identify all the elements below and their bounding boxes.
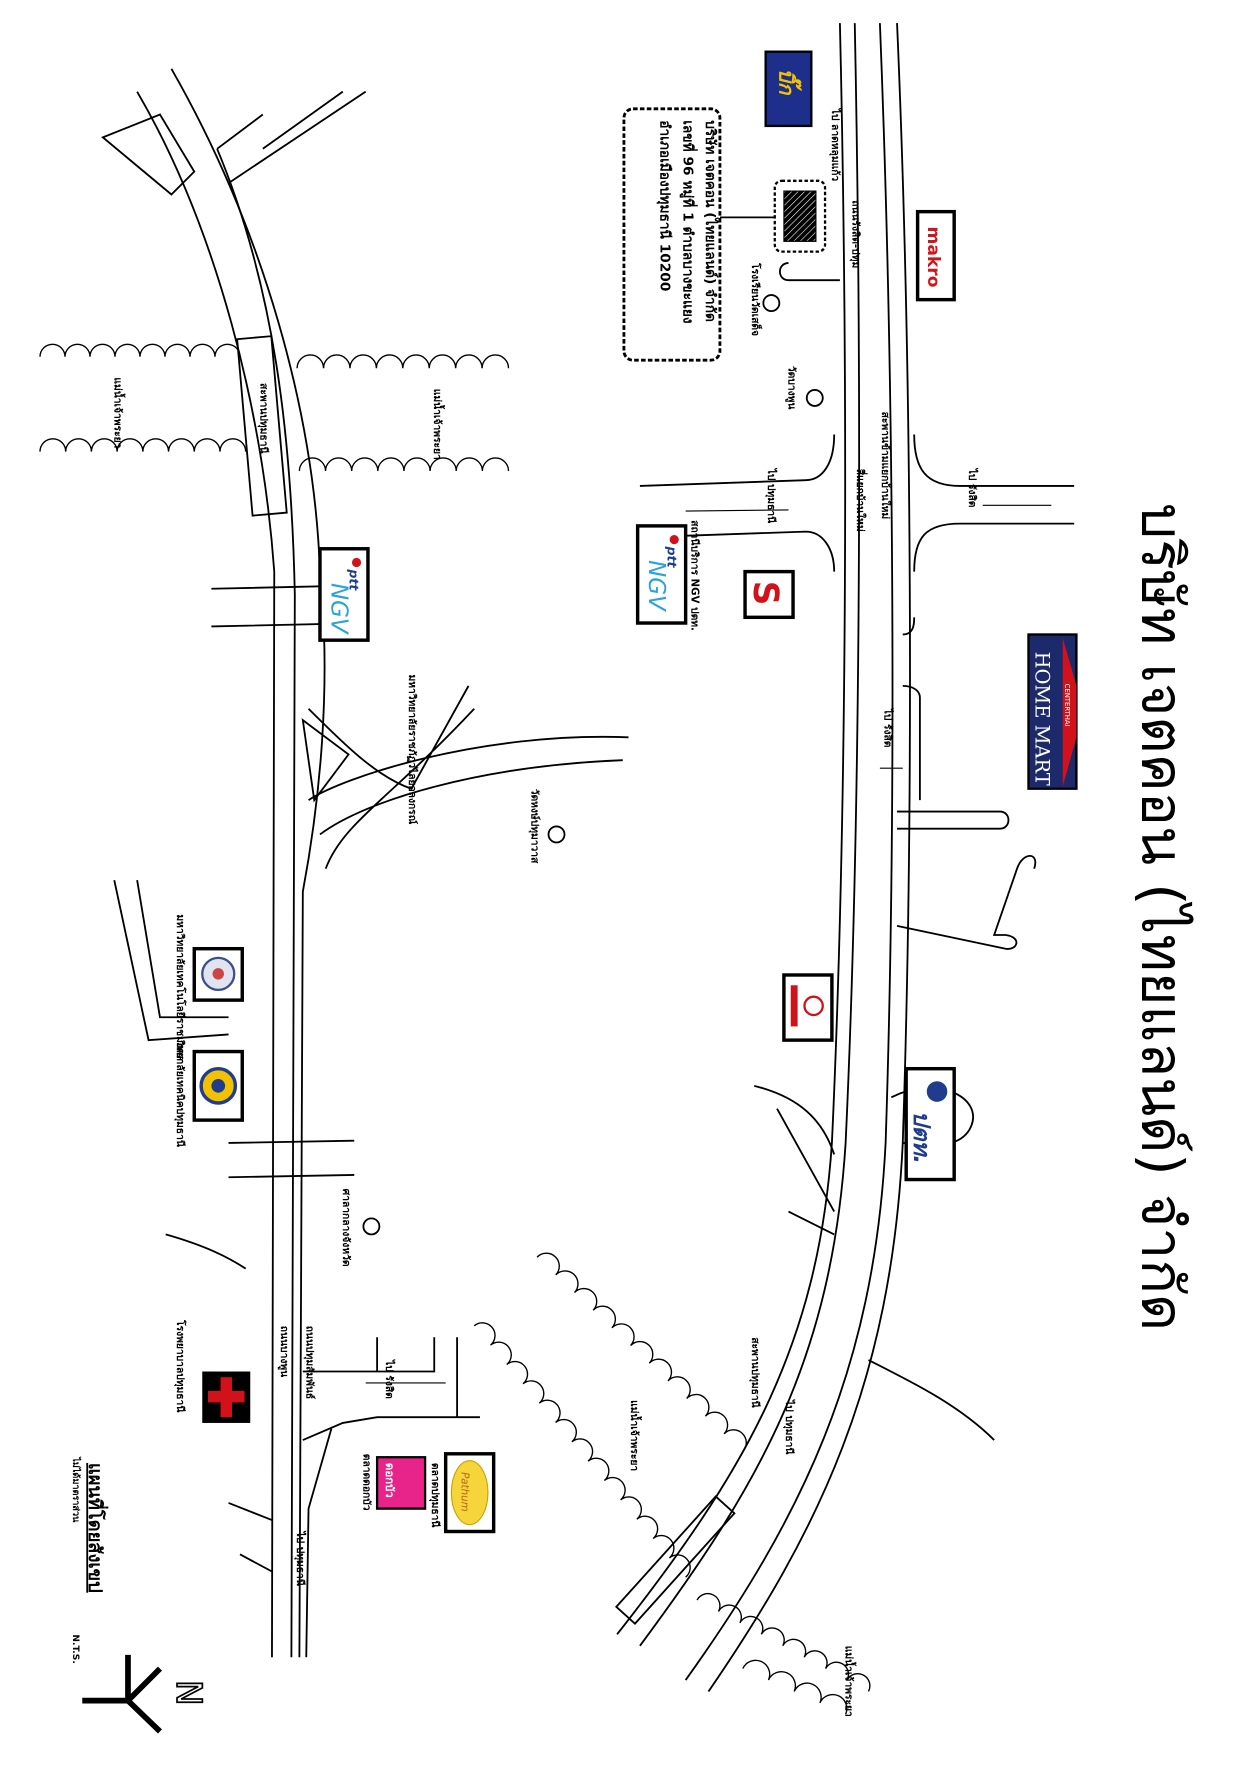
company-location[interactable] <box>719 179 827 253</box>
legend-nts-th: ไม่ได้มาตราส่วน <box>70 1456 82 1523</box>
label-rajabhat-univ: มหาวิทยาลัยราชภัฏวไลยอลงกรณ์ <box>406 674 419 824</box>
company-building-icon <box>783 190 817 242</box>
svg-text:บิ๊ก: บิ๊ก <box>774 69 802 96</box>
label-chao-phraya-bottom: แม่น้ำเจ้าพระยา <box>843 1646 858 1717</box>
legend-nts: N.T.S. <box>70 1634 80 1663</box>
rivers <box>39 343 871 1715</box>
map-legend: แผนที่โดยสังเขป N.T.S. ไม่ได้มาตราส่วน N <box>70 1456 209 1734</box>
map-title: บริษัท เจตคอน (ไทยแลนด์) จำกัด <box>1129 503 1195 1331</box>
north-arrow-icon <box>82 1654 163 1734</box>
label-school-wat: โรงเรียนวัดเสด็จ <box>749 262 763 336</box>
university-seal-logo <box>192 946 244 1002</box>
landmark-circle <box>362 1217 381 1236</box>
landmark-circle <box>547 825 566 844</box>
ptt-station-logo: ปตท. <box>904 1066 956 1182</box>
svg-text:ดอกบัว: ดอกบัว <box>383 1463 397 1498</box>
ptt-ngv-logo-right: ptt NGV <box>635 524 688 625</box>
label-pathum-market: ตลาดปทุมธานี <box>428 1463 441 1528</box>
technical-college-logo <box>192 1049 244 1122</box>
store-logo: บิ๊ก <box>764 50 813 128</box>
svg-text:makro: makro <box>923 227 943 288</box>
left-roads <box>101 68 629 1658</box>
label-pathum-bridge-left: สะพานปทุมธานี <box>257 383 270 453</box>
label-chao-phraya-left-2: แม่น้ำเจ้าพระยา <box>431 389 446 460</box>
label-chao-phraya-right: แม่น้ำเจ้าพระยา <box>628 1400 643 1471</box>
rangsit-pathum-highway <box>615 23 1075 1692</box>
label-pathum-market-road: ถนนปทุมสัมพันธ์ <box>302 1326 315 1399</box>
label-to-lad-lum-kaeo: ไป ลาดหลุมแก้ว <box>828 108 842 182</box>
landmark-circle <box>805 389 824 407</box>
homemart-logo: HOME MART CENTERTHAI <box>1027 633 1078 790</box>
landmark-circle <box>762 294 781 312</box>
legend-title: แผนที่โดยสังเขป <box>84 1463 109 1593</box>
label-pathum-univ: มหาวิทยาลัยเทคโนโลยีราชมงคล <box>174 914 187 1061</box>
label-to-rangsit-left: ไป รังสิต <box>383 1359 396 1399</box>
label-wat-left: วัดหงษ์ปทุมาวาส <box>527 789 540 864</box>
makro-logo: makro <box>915 209 956 302</box>
svg-text:Pathum: Pathum <box>459 1472 471 1512</box>
label-dokbua-market: ตลาดดอกบัว <box>360 1454 372 1511</box>
svg-text:ปตท.: ปตท. <box>908 1111 934 1164</box>
label-chao-phraya-left-1: แม่น้ำเจ้าพระยา <box>111 377 126 448</box>
suzuki-logo: S <box>743 569 795 620</box>
label-to-rangsit: ไป รังสิต <box>966 468 979 508</box>
label-pathum-bridge-right: สะพานปทุมธานี <box>748 1337 761 1407</box>
hospital-red-cross-icon <box>202 1371 251 1423</box>
label-to-pathum-left: ไป ปทุมธานี <box>293 1530 307 1585</box>
address-line-1: บริษัท เจตคอน (ไทยแลนด์) จำกัด <box>702 120 719 322</box>
address-line-2: เลขที่ 96 หมู่ที่ 1 ตำบลบางขะแยง <box>679 120 698 323</box>
svg-text:CENTERTHAI: CENTERTHAI <box>1063 684 1071 727</box>
svg-text:S: S <box>745 581 785 606</box>
label-to-rangsit-2: ไป รังสิต <box>881 708 894 748</box>
north-label: N <box>168 1680 208 1706</box>
label-temple-mid: ศาลากลางจังหวัด <box>340 1189 352 1267</box>
svg-text:NGV: NGV <box>643 560 669 612</box>
bank-logo <box>782 973 834 1042</box>
label-ngv-station: สถานีบริการ NGV ปตท. <box>688 520 700 631</box>
svg-text:HOME MART: HOME MART <box>1030 652 1053 786</box>
address-line-3: อำเภอเมืองปทุมธานี 10200 <box>656 120 672 291</box>
label-hospital: โรงพยาบาลปทุมธานี <box>173 1319 187 1412</box>
svg-text:NGV: NGV <box>325 583 351 635</box>
pathum-market-logo: Pathum <box>443 1452 496 1534</box>
ptt-ngv-logo-left: ptt NGV <box>318 547 370 642</box>
label-rangsit-pathum-road: ถนนรังสิต-ปทุม <box>848 200 861 268</box>
map-labels: ไป ลาดหลุมแก้ว ถนนรังสิต-ปทุม โรงเรียนวั… <box>111 108 979 1717</box>
label-bang-phun-road: ถนนบางพูน <box>277 1326 290 1377</box>
label-wat-bang-phun: วัดบางพูน <box>784 366 797 410</box>
svg-text:ptt: ptt <box>664 545 679 568</box>
label-to-pathum-thani-2: ไป ปทุมธานี <box>782 1399 796 1454</box>
label-ban-mai-intersection: สี่แยกบ้านใหม่ <box>854 469 868 532</box>
svg-text:ptt: ptt <box>347 568 362 591</box>
label-to-pathum-thani: ไป ปทุมธานี <box>764 468 778 523</box>
label-tech-school: วิทยาลัยเทคนิคปทุมธานี <box>173 1040 186 1147</box>
label-bridge-ban-mai: สะพานข้ามแยกบ้านใหม่ <box>879 412 892 520</box>
address-box: บริษัท เจตคอน (ไทยแลนด์) จำกัด เลขที่ 96… <box>622 107 722 362</box>
dokbua-logo: ดอกบัว <box>375 1456 427 1510</box>
